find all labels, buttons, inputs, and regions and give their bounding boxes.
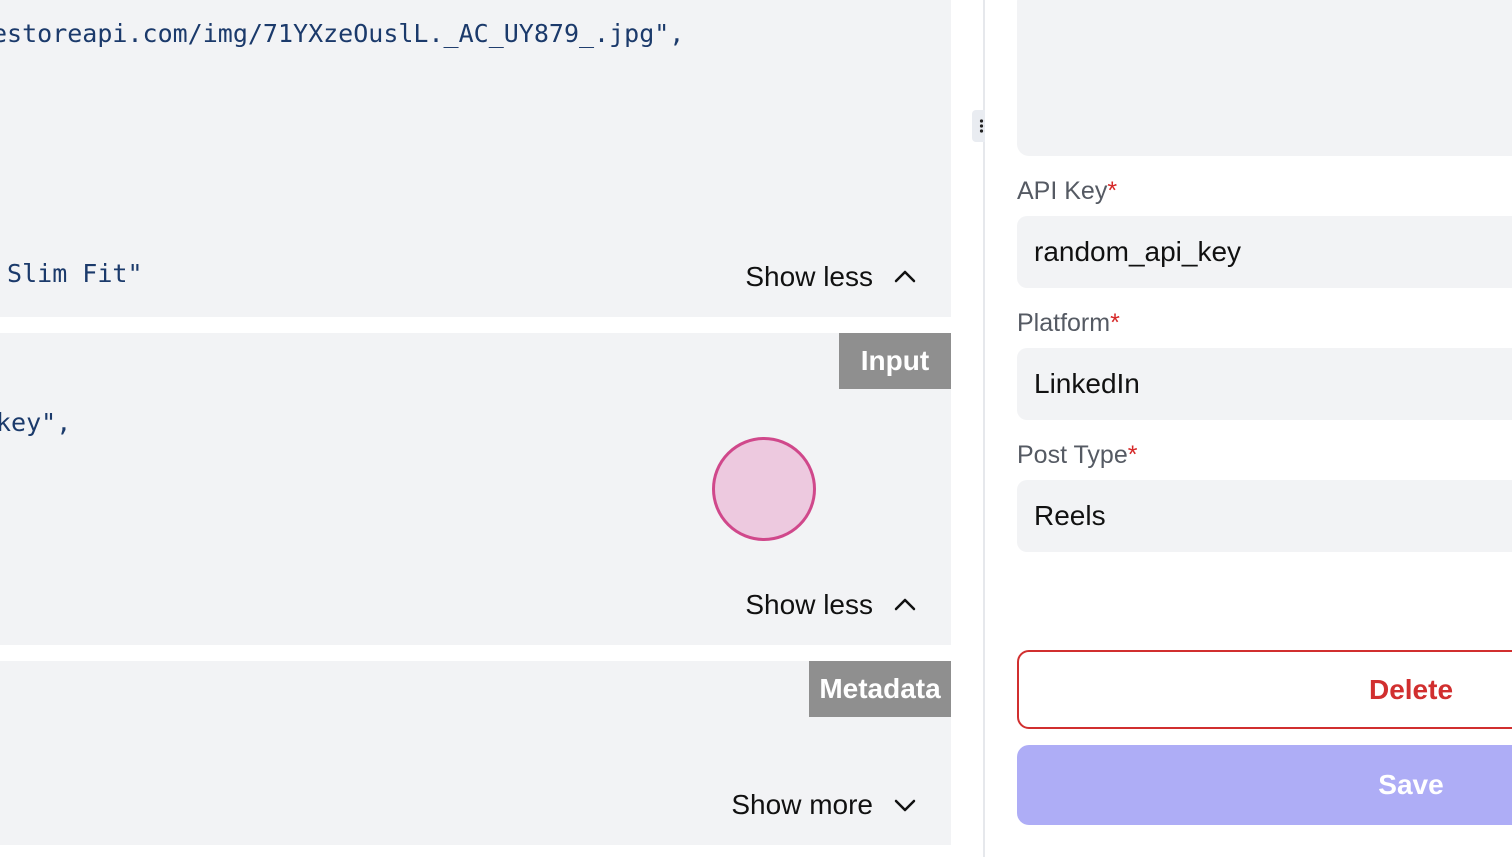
label-text: API Key	[1017, 177, 1108, 205]
show-more-toggle[interactable]: Show more	[731, 789, 917, 821]
chevron-down-icon	[894, 799, 916, 812]
toggle-label: Show less	[745, 261, 873, 292]
text-area-field[interactable]	[1017, 0, 1512, 156]
input-tag: Input	[839, 333, 951, 389]
save-button-label: Save	[1378, 769, 1444, 800]
run-log-panel: estoreapi.com/img/71YXzeOuslL._AC_UY879_…	[0, 0, 951, 845]
save-button[interactable]: Save	[1017, 745, 1512, 825]
api-key-input[interactable]: random_api_key	[1017, 216, 1512, 288]
metadata-block: Metadata Show more	[0, 661, 951, 845]
delete-button[interactable]: Delete	[1017, 650, 1512, 729]
platform-label: Platform*	[1017, 309, 1120, 338]
code-line: Slim Fit"	[0, 259, 143, 288]
label-text: Platform	[1017, 309, 1111, 337]
code-line: estoreapi.com/img/71YXzeOuslL._AC_UY879_…	[0, 19, 685, 48]
api-key-label: API Key*	[1017, 177, 1117, 206]
required-mark: *	[1107, 177, 1118, 205]
delete-button-label: Delete	[1368, 673, 1454, 705]
toggle-label: Show more	[731, 789, 873, 820]
panel-divider	[983, 0, 985, 857]
post-type-input[interactable]: Reels	[1017, 480, 1512, 552]
click-indicator	[712, 437, 816, 541]
chevron-up-icon	[894, 598, 916, 611]
required-mark: *	[1110, 309, 1120, 337]
platform-input[interactable]: LinkedIn	[1017, 348, 1512, 420]
node-settings-panel: API Key* random_api_key Platform* Linked…	[985, 0, 1512, 857]
output-block: estoreapi.com/img/71YXzeOuslL._AC_UY879_…	[0, 0, 951, 317]
toggle-label: Show less	[745, 589, 873, 620]
required-mark: *	[1127, 441, 1138, 469]
post-type-label: Post Type*	[1017, 441, 1137, 470]
chevron-up-icon	[894, 270, 916, 283]
show-less-toggle[interactable]: Show less	[745, 261, 917, 293]
metadata-tag: Metadata	[809, 661, 951, 717]
show-less-toggle[interactable]: Show less	[745, 589, 917, 621]
code-line: key",	[0, 408, 72, 437]
label-text: Post Type	[1017, 441, 1128, 469]
